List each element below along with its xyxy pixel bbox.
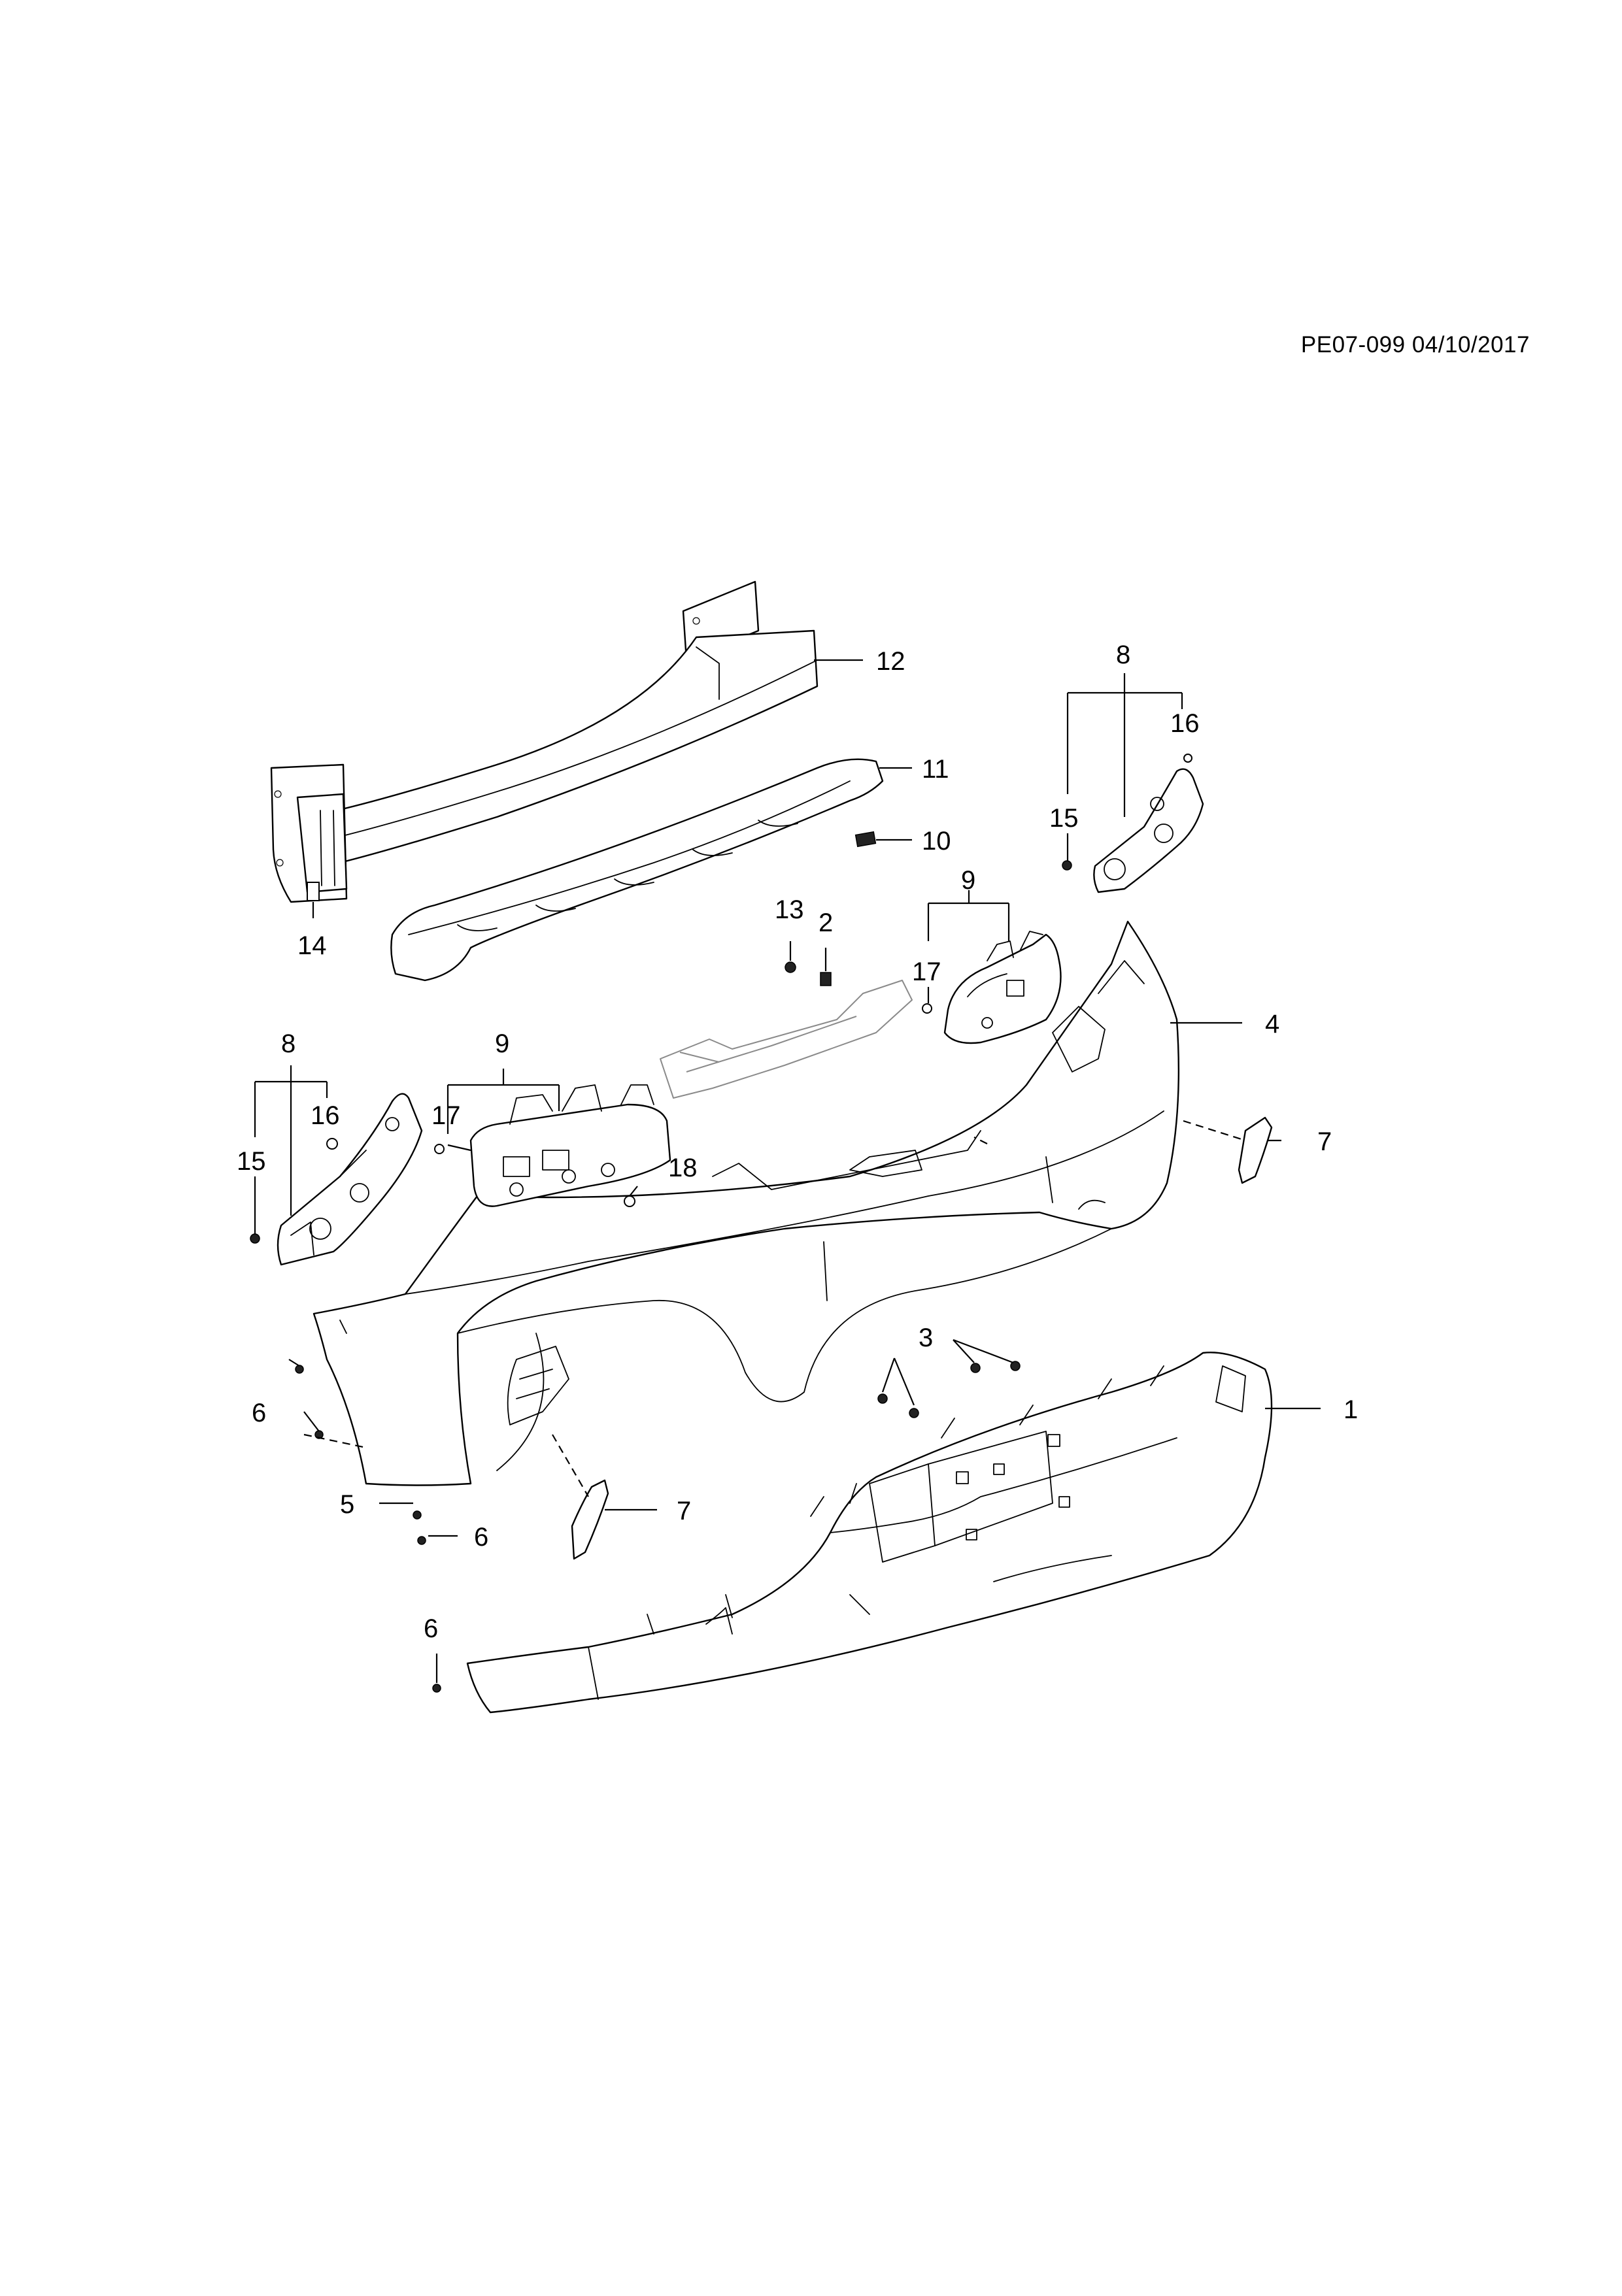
callout-8-right: 8	[1116, 641, 1130, 669]
part-11-energy-absorber	[390, 758, 884, 982]
callout-12: 12	[876, 647, 905, 676]
part-14-clip	[307, 882, 320, 918]
callout-2: 2	[819, 908, 833, 937]
leader-lines	[254, 659, 1321, 1683]
document-reference: PE07-099 04/10/2017	[1300, 332, 1530, 358]
callout-7-left: 7	[677, 1497, 691, 1525]
callout-1: 1	[1343, 1395, 1358, 1424]
callout-9-left: 9	[495, 1029, 509, 1058]
callout-18: 18	[668, 1154, 698, 1182]
part-2-nut	[820, 948, 832, 986]
callout-5: 5	[340, 1490, 354, 1519]
callout-16-left: 16	[311, 1101, 340, 1130]
callout-13: 13	[775, 895, 804, 924]
callout-6-lower: 6	[424, 1614, 438, 1643]
fasteners	[250, 754, 1192, 1693]
callout-labels: 12 11 10 14 8 16 15 13 2 9 17 4 8 9 16 1…	[237, 641, 1358, 1643]
callout-17-left: 17	[431, 1101, 461, 1130]
part-12-bumper-reinforcement-beam	[270, 580, 819, 903]
part-4-rear-bumper-fascia	[313, 920, 1180, 1486]
callout-15-right: 15	[1049, 804, 1079, 833]
part-1-lower-valance	[466, 1352, 1273, 1714]
callout-16-right: 16	[1170, 709, 1200, 738]
part-7-right-reflector	[1183, 1116, 1273, 1184]
callout-3: 3	[919, 1323, 933, 1352]
part-7-left-reflector	[552, 1434, 609, 1560]
part-13-bolt	[785, 941, 796, 973]
center-bracket-ghost	[660, 980, 913, 1099]
callout-9-right: 9	[961, 866, 975, 895]
part-9-left-side-bracket	[469, 1084, 671, 1207]
callout-10: 10	[922, 827, 951, 856]
part-10-clip	[854, 831, 877, 848]
part-8-left-retainer	[277, 1093, 423, 1266]
callout-15-left: 15	[237, 1147, 266, 1176]
callout-7-right: 7	[1317, 1127, 1332, 1156]
callout-6-upper: 6	[252, 1399, 266, 1427]
part-8-right-retainer	[1093, 768, 1204, 893]
callout-14: 14	[297, 931, 327, 960]
callout-4: 4	[1265, 1010, 1279, 1039]
callout-11: 11	[922, 755, 949, 784]
callout-17-right: 17	[912, 957, 941, 986]
callout-8-left: 8	[281, 1029, 296, 1058]
callout-6-mid: 6	[474, 1523, 488, 1552]
part-9-right-side-bracket	[943, 931, 1062, 1044]
